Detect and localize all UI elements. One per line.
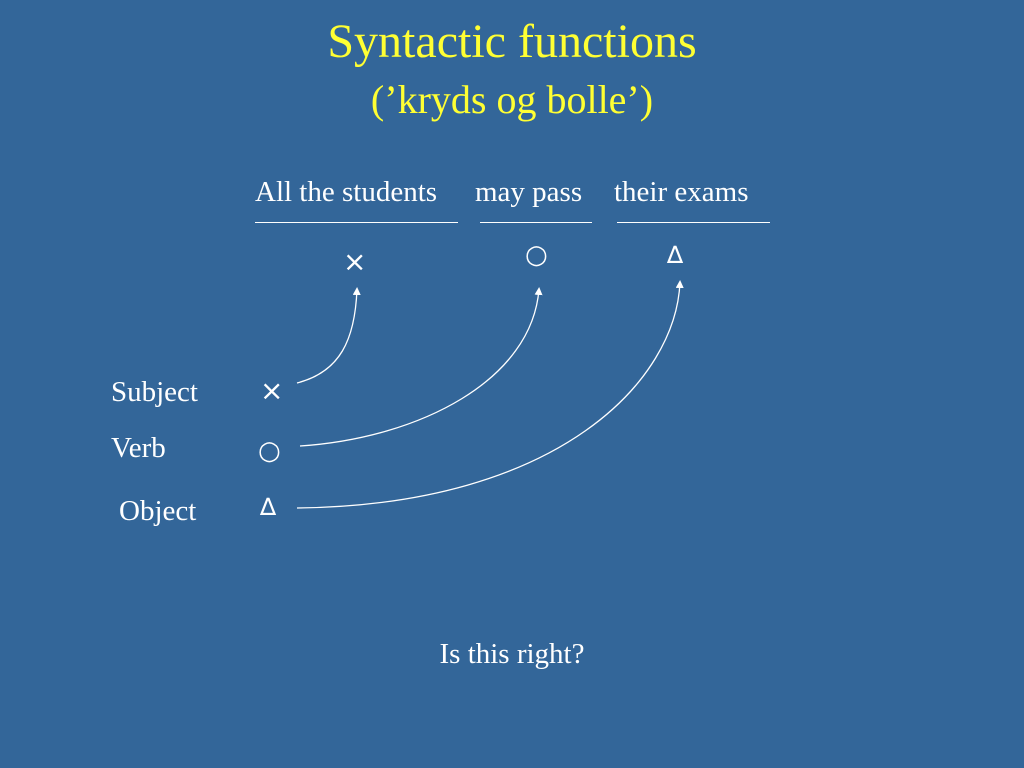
function-label-verb: Verb xyxy=(111,432,166,464)
phrase-underline-verb xyxy=(480,222,592,223)
object-arrow xyxy=(296,280,684,509)
phrase-may-pass: may pass xyxy=(475,176,583,208)
triangle-icon: ∆ xyxy=(667,241,684,269)
circle-icon: ○ xyxy=(258,436,281,466)
phrase-underline-object xyxy=(617,222,770,223)
verb-arrow xyxy=(299,287,543,447)
phrase-all-the-students: All the students xyxy=(255,176,438,208)
phrase-underline-subject xyxy=(255,222,458,223)
function-label-subject: Subject xyxy=(111,376,198,408)
function-label-object: Object xyxy=(119,495,197,527)
phrase-their-exams: their exams xyxy=(614,176,749,208)
triangle-icon: ∆ xyxy=(260,493,277,521)
slide-subtitle: (’kryds og bolle’) xyxy=(370,77,654,122)
cross-icon: × xyxy=(260,374,284,407)
subject-arrow xyxy=(296,287,361,384)
cross-icon: × xyxy=(343,245,367,278)
circle-icon: ○ xyxy=(525,240,548,270)
question-text: Is this right? xyxy=(439,638,585,670)
slide-title: Syntactic functions xyxy=(327,15,697,68)
